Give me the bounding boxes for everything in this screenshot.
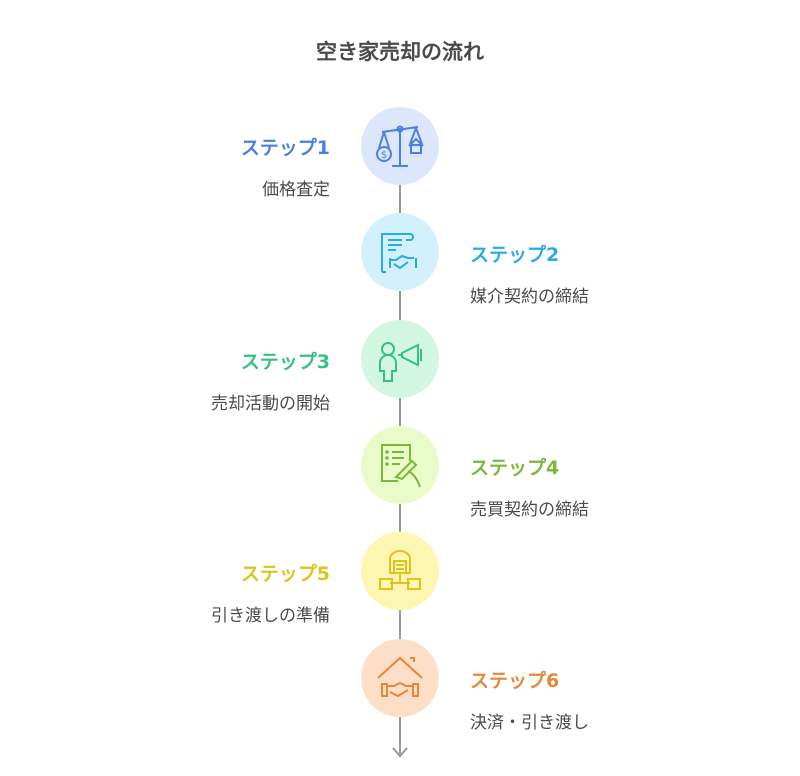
step-title: ステップ5 [240, 563, 330, 585]
warehouse-boxes-icon [379, 550, 421, 590]
step-1-circle: $ [361, 107, 439, 185]
step-title: ステップ4 [470, 457, 560, 479]
contract-handshake-icon [381, 233, 417, 273]
step-4-circle [361, 426, 439, 504]
scale-money-house-icon: $ [376, 125, 424, 167]
step-2-circle [361, 213, 439, 291]
step-5-circle [361, 532, 439, 610]
step-3-label: ステップ3 売却活動の開始 [211, 347, 330, 414]
step-6-label: ステップ6 決済・引き渡し [470, 666, 589, 733]
step-title: ステップ6 [470, 670, 560, 692]
connector-line [399, 398, 401, 426]
house-handshake-icon [377, 656, 423, 698]
step-description: 価格査定 [262, 180, 330, 200]
person-megaphone-icon [379, 342, 422, 382]
document-signing-icon [381, 444, 421, 488]
step-1-label: ステップ1 価格査定 [241, 133, 330, 200]
step-description: 売却活動の開始 [211, 394, 330, 414]
connector-line [399, 291, 401, 320]
step-6-circle [361, 639, 439, 717]
connector-line [399, 610, 401, 639]
step-description: 引き渡しの準備 [211, 606, 330, 626]
svg-text:$: $ [381, 150, 387, 161]
arrow-down-icon [392, 747, 408, 758]
connector-line [399, 504, 401, 532]
step-2-label: ステップ2 媒介契約の締結 [470, 240, 589, 307]
step-description: 売買契約の締結 [470, 500, 589, 520]
step-description: 媒介契約の締結 [470, 287, 589, 307]
step-title: ステップ2 [470, 244, 560, 266]
step-title: ステップ3 [240, 351, 330, 373]
connector-line [399, 185, 401, 214]
step-3-circle [361, 320, 439, 398]
step-4-label: ステップ4 売買契約の締結 [470, 453, 589, 520]
end-arrow-line [399, 717, 401, 757]
step-title: ステップ1 [240, 137, 330, 159]
page-title: 空き家売却の流れ [316, 40, 484, 64]
step-5-label: ステップ5 引き渡しの準備 [211, 559, 330, 626]
step-description: 決済・引き渡し [470, 713, 589, 733]
